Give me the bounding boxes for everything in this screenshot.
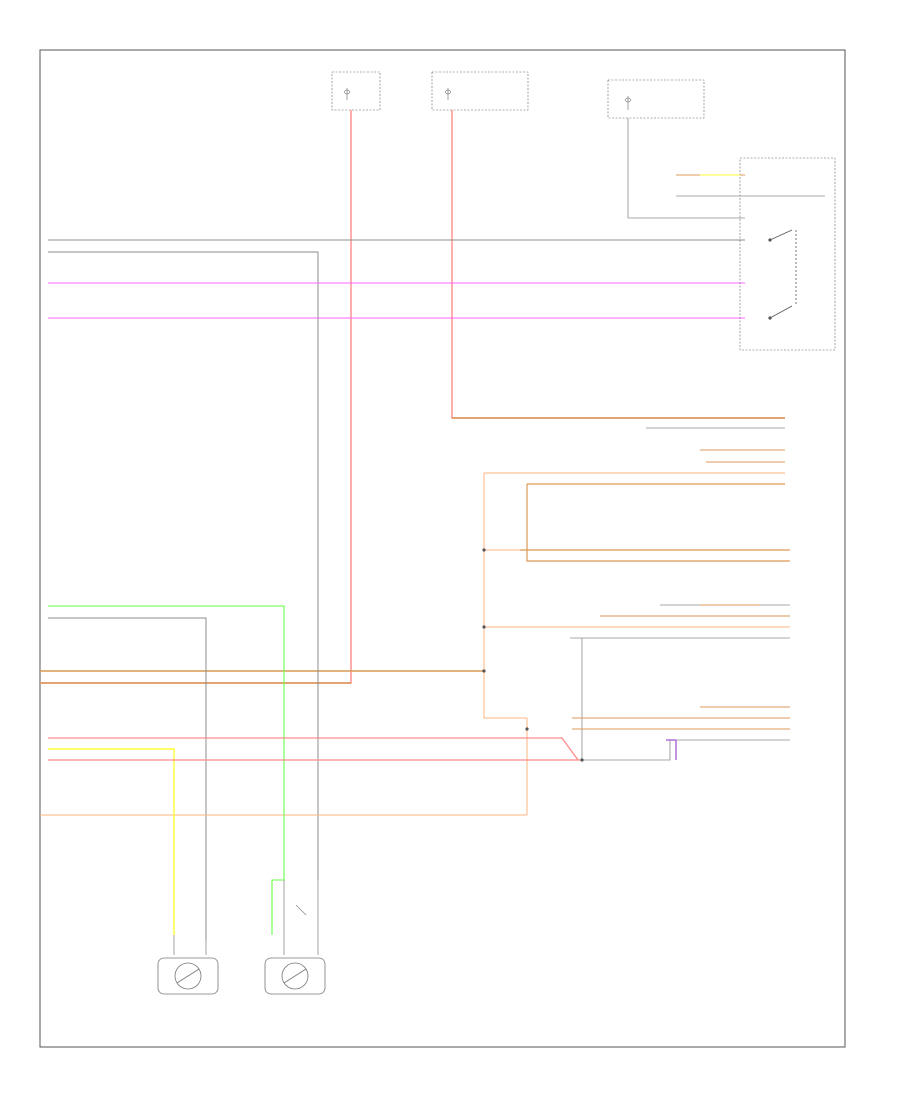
wire-orange-bus — [40, 417, 785, 684]
wire-red-fuse2 — [451, 110, 785, 419]
wire-gray-top — [48, 239, 745, 940]
right-sensor — [264, 880, 326, 995]
wire-orange-verticals — [40, 473, 790, 816]
wire-pink — [48, 282, 745, 319]
control-module-c — [570, 604, 790, 639]
diagram-frame — [39, 49, 846, 1048]
fuse-box-2 — [431, 71, 529, 111]
sensor-icon — [157, 957, 219, 995]
left-sensor — [157, 935, 219, 995]
sensor-icon — [264, 957, 326, 995]
control-module-a — [484, 427, 785, 485]
control-module-d — [572, 638, 790, 761]
fuse-icon — [343, 88, 351, 100]
fuse-icon — [444, 88, 452, 100]
switch-icon — [768, 229, 797, 320]
fuse-box-1 — [331, 71, 381, 111]
wire-dark-orange-pair — [520, 484, 790, 562]
wire-yellow — [48, 748, 175, 935]
switch-module — [627, 118, 836, 351]
wire-red-fuse1 — [40, 110, 352, 684]
wire-red-lower — [48, 737, 582, 761]
fuse-box-3 — [607, 79, 705, 119]
wire-green — [48, 605, 285, 935]
junction-dots — [482, 548, 584, 762]
fuse-icon — [624, 96, 632, 110]
